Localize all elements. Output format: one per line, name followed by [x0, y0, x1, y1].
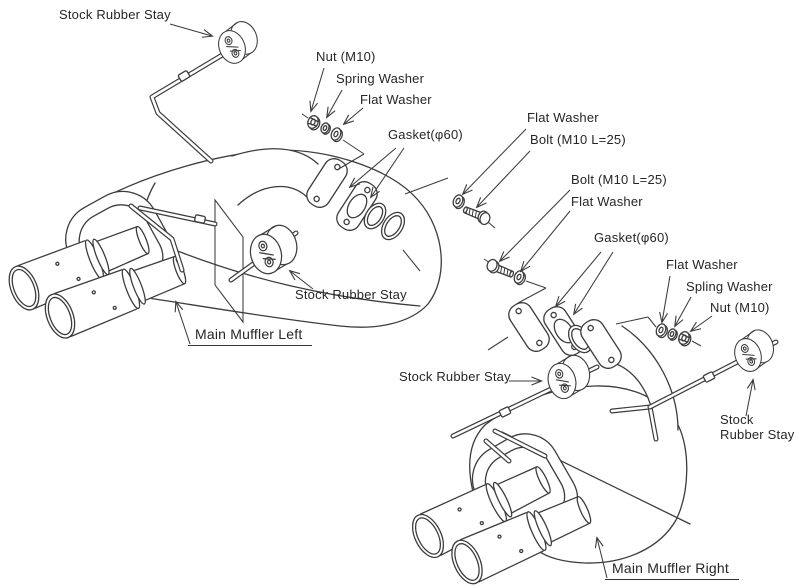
label-stock-rubber-stay-top-left: Stock Rubber Stay	[59, 7, 171, 22]
leader-arrows	[169, 23, 753, 579]
label-stock-rubber-stay-far-right: Stock Rubber Stay	[720, 412, 794, 443]
gasket-flange-cluster-right	[504, 298, 626, 373]
label-flat-washer-right: Flat Washer	[666, 257, 738, 272]
flat-washer-right-part	[653, 321, 671, 340]
rubber-stay-top-left	[211, 17, 265, 68]
label-stock-rubber-stay-mid-left: Stock Rubber Stay	[295, 287, 407, 302]
label-nut-left: Nut (M10)	[316, 49, 376, 64]
fasteners-right	[483, 257, 702, 351]
label-nut-right: Nut (M10)	[710, 300, 770, 315]
flat-washer-right-bolt-part	[511, 268, 529, 287]
mounting-plane-left	[214, 198, 244, 324]
gasket-left-part2	[380, 211, 406, 241]
nut-right-part	[675, 329, 694, 349]
label-stock-rubber-stay-mid-right: Stock Rubber Stay	[399, 369, 511, 384]
gasket-flange-cluster-left	[302, 154, 406, 241]
rubber-stay-far-right	[728, 325, 780, 376]
label-bolt-right: Bolt (M10 L=25)	[571, 172, 667, 187]
label-flat-washer-left-top: Flat Washer	[360, 92, 432, 107]
label-flat-washer-left-bolt: Flat Washer	[527, 110, 599, 125]
nut-left-part	[304, 113, 323, 133]
label-gasket-right: Gasket(φ60)	[594, 230, 669, 245]
main-muffler-right-drawing	[405, 325, 779, 588]
flat-washer-left-part	[328, 125, 346, 144]
fasteners-left	[301, 113, 496, 272]
label-spring-washer-left: Spring Washer	[336, 71, 425, 86]
gasket-left-part	[336, 181, 378, 231]
label-gasket-left: Gasket(φ60)	[388, 127, 463, 142]
label-main-muffler-left: Main Muffler Left	[188, 326, 313, 346]
label-bolt-left: Bolt (M10 L=25)	[530, 132, 626, 147]
label-flat-washer-right-bolt: Flat Washer	[571, 194, 643, 209]
spring-washer-right-part	[665, 327, 680, 343]
label-spling-washer-right: Spling Washer	[686, 279, 773, 294]
label-stock-line1: Stock	[720, 412, 754, 427]
label-rubber-stay-line2: Rubber Stay	[720, 427, 795, 443]
bolt-left-part	[460, 203, 493, 227]
front-pipe-flange-right	[504, 298, 554, 356]
label-main-muffler-right: Main Muffler Right	[605, 560, 739, 580]
spring-washer-left-part	[318, 121, 333, 137]
